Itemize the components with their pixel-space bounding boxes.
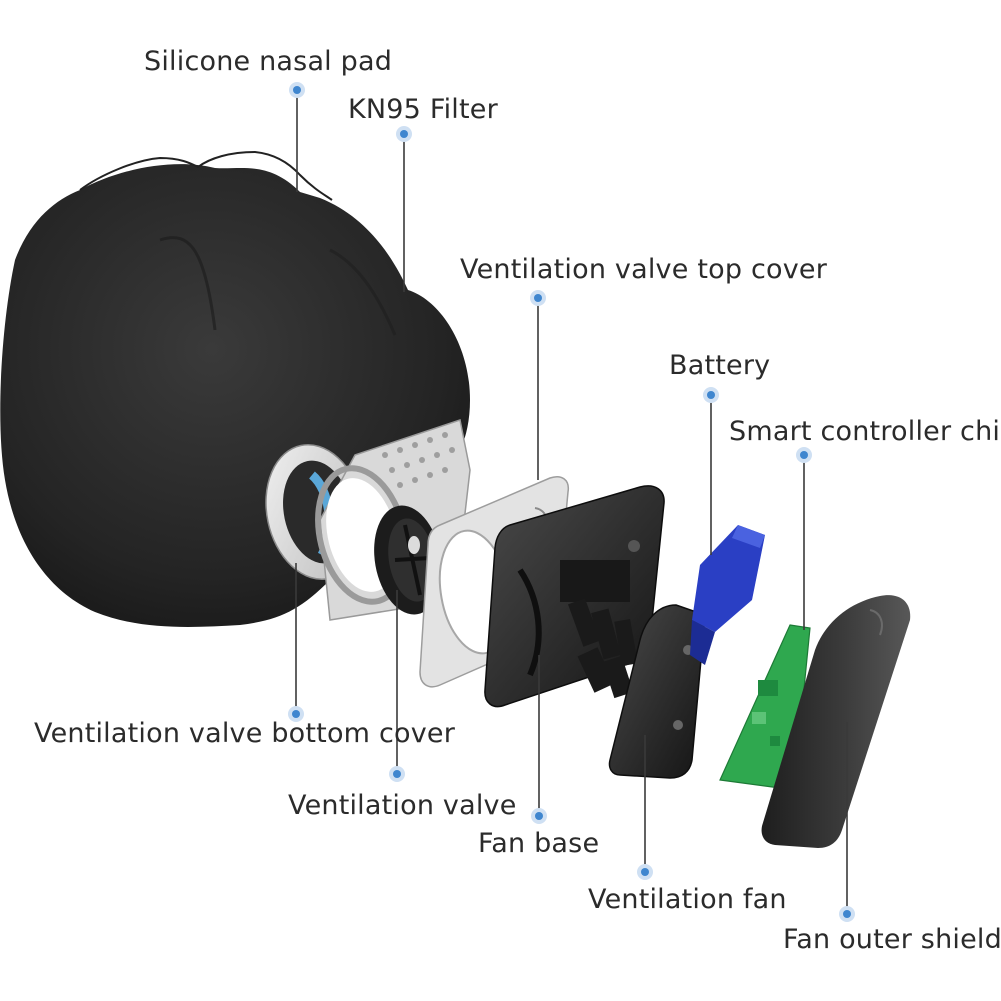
label-ventilation-valve: Ventilation valve — [288, 790, 517, 821]
callout-dots — [288, 82, 855, 922]
label-ventilation-fan: Ventilation fan — [588, 884, 787, 915]
battery-part — [690, 525, 765, 665]
label-fan-outer-shield: Fan outer shield — [783, 924, 1001, 955]
callout-dot-outer-shield — [839, 906, 855, 922]
callout-dot-nasal-pad — [289, 82, 305, 98]
label-kn95-filter: KN95 Filter — [348, 94, 498, 125]
leader-lines — [295, 90, 848, 914]
callout-dot-top-cover — [530, 290, 546, 306]
fan-outer-shield-part — [761, 595, 911, 848]
callout-dot-chip — [796, 447, 812, 463]
callout-dot-fan — [637, 864, 653, 880]
label-valve-bottom-cover: Ventilation valve bottom cover — [34, 718, 456, 749]
callout-dot-kn95 — [396, 126, 412, 142]
callout-dot-fan-base — [531, 808, 547, 824]
callout-dot-valve — [389, 766, 405, 782]
nasal-pad-outline — [79, 150, 333, 201]
label-silicone-nasal-pad: Silicone nasal pad — [144, 46, 393, 77]
label-battery: Battery — [669, 350, 771, 381]
label-smart-controller-chip: Smart controller chip — [729, 416, 1001, 447]
callout-dot-bottom-cover — [288, 706, 304, 722]
label-valve-top-cover: Ventilation valve top cover — [460, 254, 828, 285]
ventilation-fan-blades — [568, 598, 638, 699]
label-fan-base: Fan base — [478, 828, 600, 859]
callout-dot-battery — [703, 387, 719, 403]
